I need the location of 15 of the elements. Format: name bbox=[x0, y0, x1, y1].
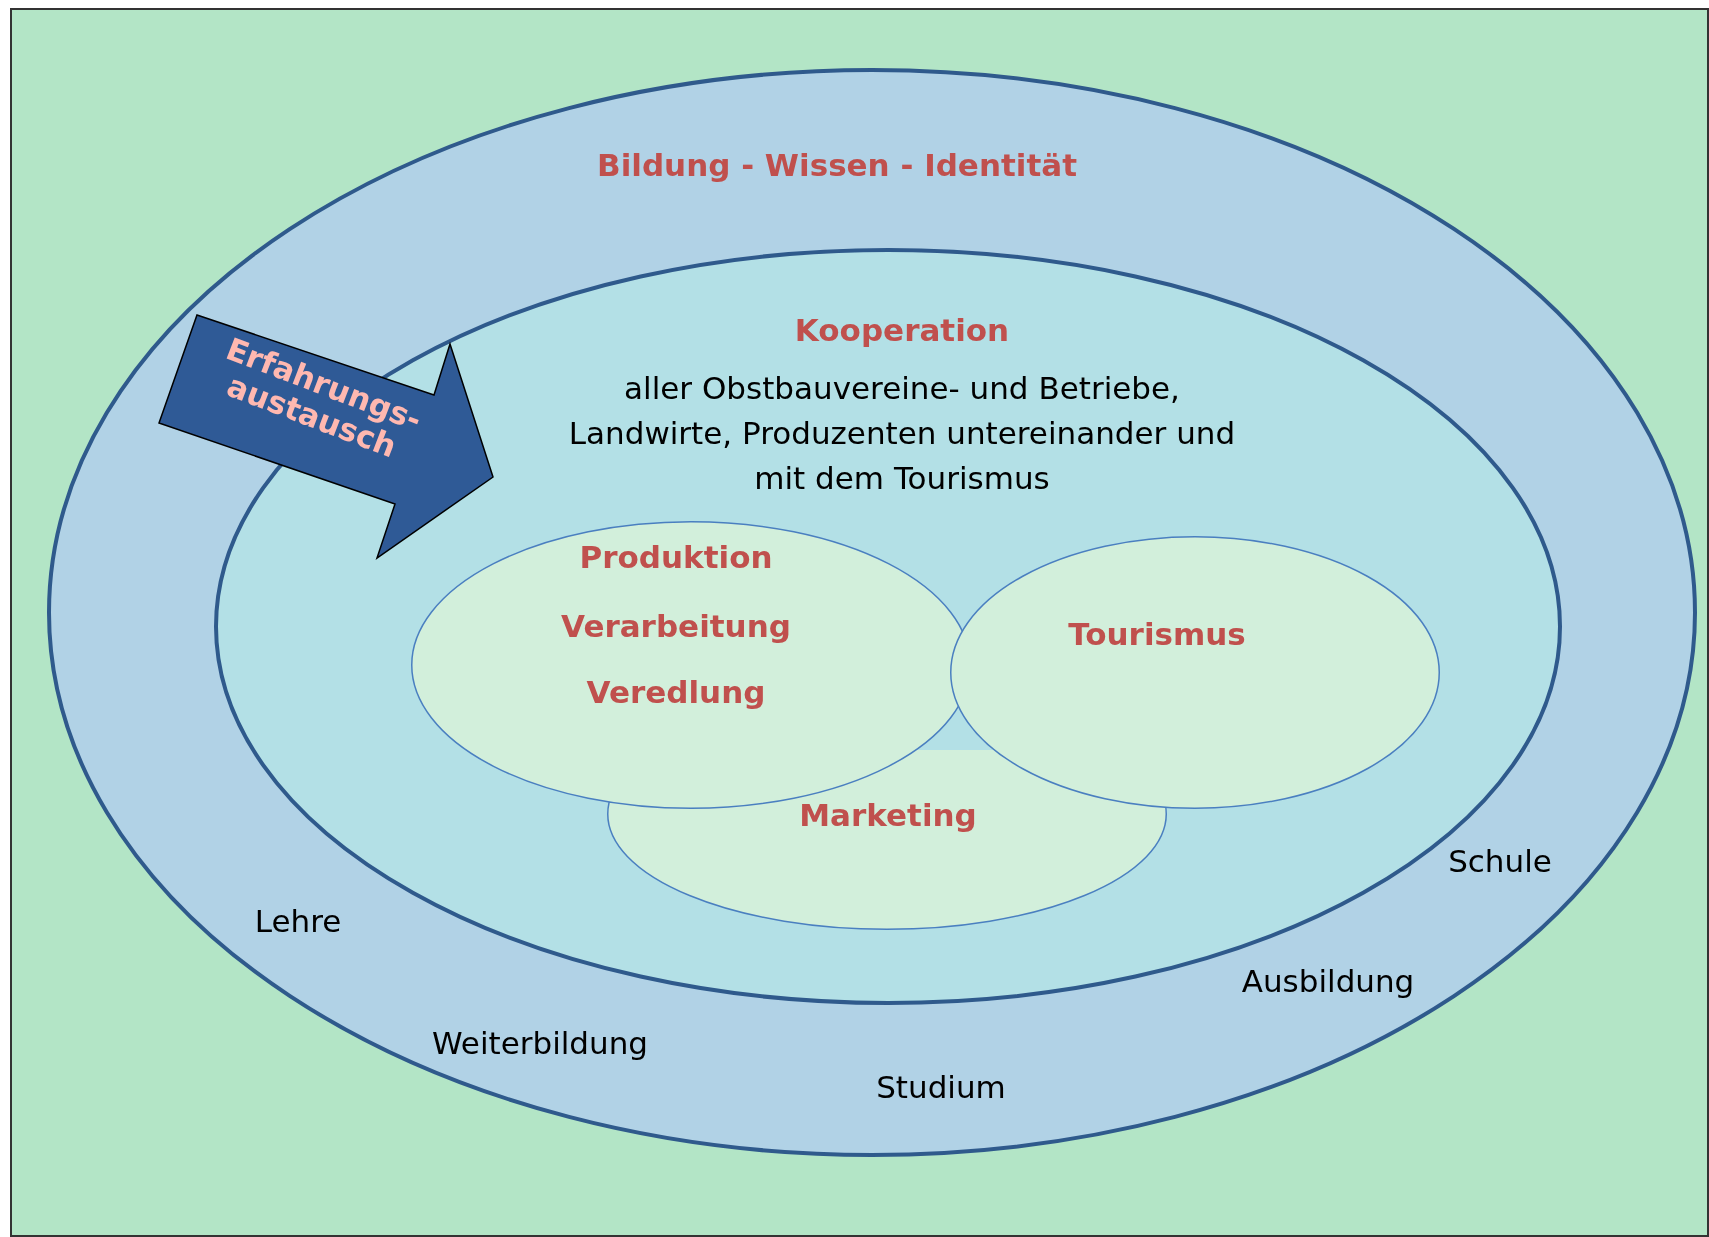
ring-label: Ausbildung bbox=[1241, 963, 1415, 999]
ring-label: Studium bbox=[876, 1069, 1006, 1105]
ring-label: Lehre bbox=[254, 903, 342, 939]
section-heading: Kooperation bbox=[794, 312, 1010, 348]
ellipse-label: Produktion bbox=[579, 539, 773, 575]
ring-label: Weiterbildung bbox=[432, 1025, 648, 1061]
ellipse-label: Tourismus bbox=[1068, 616, 1246, 652]
inner-ellipse bbox=[214, 248, 1562, 1005]
ellipse-label: Veredlung bbox=[586, 674, 766, 710]
ring-label: Schule bbox=[1448, 843, 1552, 879]
ring-title: Bildung - Wissen - Identität bbox=[597, 147, 1077, 183]
ellipse-label: Marketing bbox=[799, 797, 977, 833]
ellipse-label: Verarbeitung bbox=[561, 608, 791, 644]
description-text: aller Obstbauvereine- und Betriebe, Landwirte, Produzenten untereinander und mit dem Tourismus bbox=[567, 368, 1237, 498]
outer-ellipse bbox=[47, 68, 1697, 1157]
